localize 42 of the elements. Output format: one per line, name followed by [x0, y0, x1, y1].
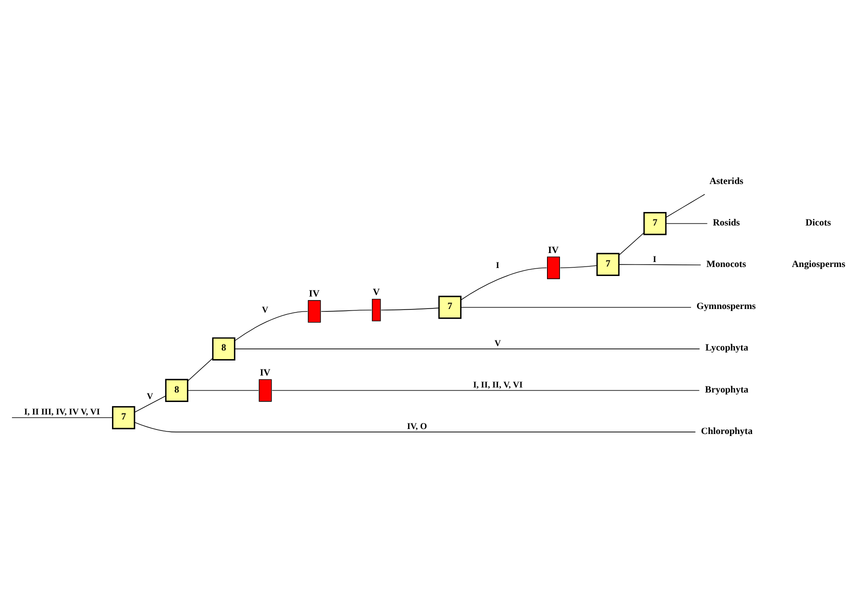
node-label: IV	[548, 245, 559, 256]
connector	[666, 222, 708, 224]
edge-label: I	[496, 260, 500, 270]
node-box: 8	[165, 378, 188, 402]
node-box: 7	[643, 211, 667, 235]
node-text: Bryophyta	[705, 384, 748, 395]
node-box: 8	[212, 336, 236, 360]
node-label: IV	[260, 368, 270, 378]
connector	[134, 395, 166, 412]
edge-label: I, II III, IV, IV V, VI	[24, 406, 100, 416]
edge-label: I	[652, 253, 656, 264]
connector	[380, 307, 440, 310]
node-text: Monocots	[706, 259, 746, 270]
edge-label: V	[494, 337, 501, 348]
label: Dicots	[806, 218, 831, 228]
node-text: Lycophyta	[705, 343, 748, 354]
connector	[12, 416, 113, 418]
connector	[460, 266, 547, 300]
node-box: 7	[596, 252, 620, 276]
connector	[234, 310, 308, 341]
node-text: Gymnosperms	[696, 302, 756, 312]
connector	[618, 232, 644, 255]
edge-label: IV, O	[406, 420, 427, 430]
node-label: IV	[308, 289, 320, 300]
connector	[460, 306, 692, 308]
connector	[666, 193, 706, 218]
node-box: 7	[438, 295, 462, 318]
label: Angiosperms	[792, 259, 846, 270]
connector	[618, 264, 702, 265]
node-text: Rosids	[712, 218, 740, 228]
connector	[320, 309, 372, 312]
connector	[134, 421, 696, 432]
node-text: Chlorophyta	[700, 426, 753, 436]
node-box: 7	[112, 406, 136, 429]
edge-label: V	[146, 390, 154, 400]
edge-label: I, II, II, V, VI	[473, 378, 523, 389]
edge-label: V	[262, 304, 268, 314]
connector	[234, 348, 700, 349]
node-text: Asterids	[709, 176, 744, 186]
node-label: V	[372, 288, 380, 298]
connector	[187, 357, 214, 381]
connector	[560, 264, 598, 268]
